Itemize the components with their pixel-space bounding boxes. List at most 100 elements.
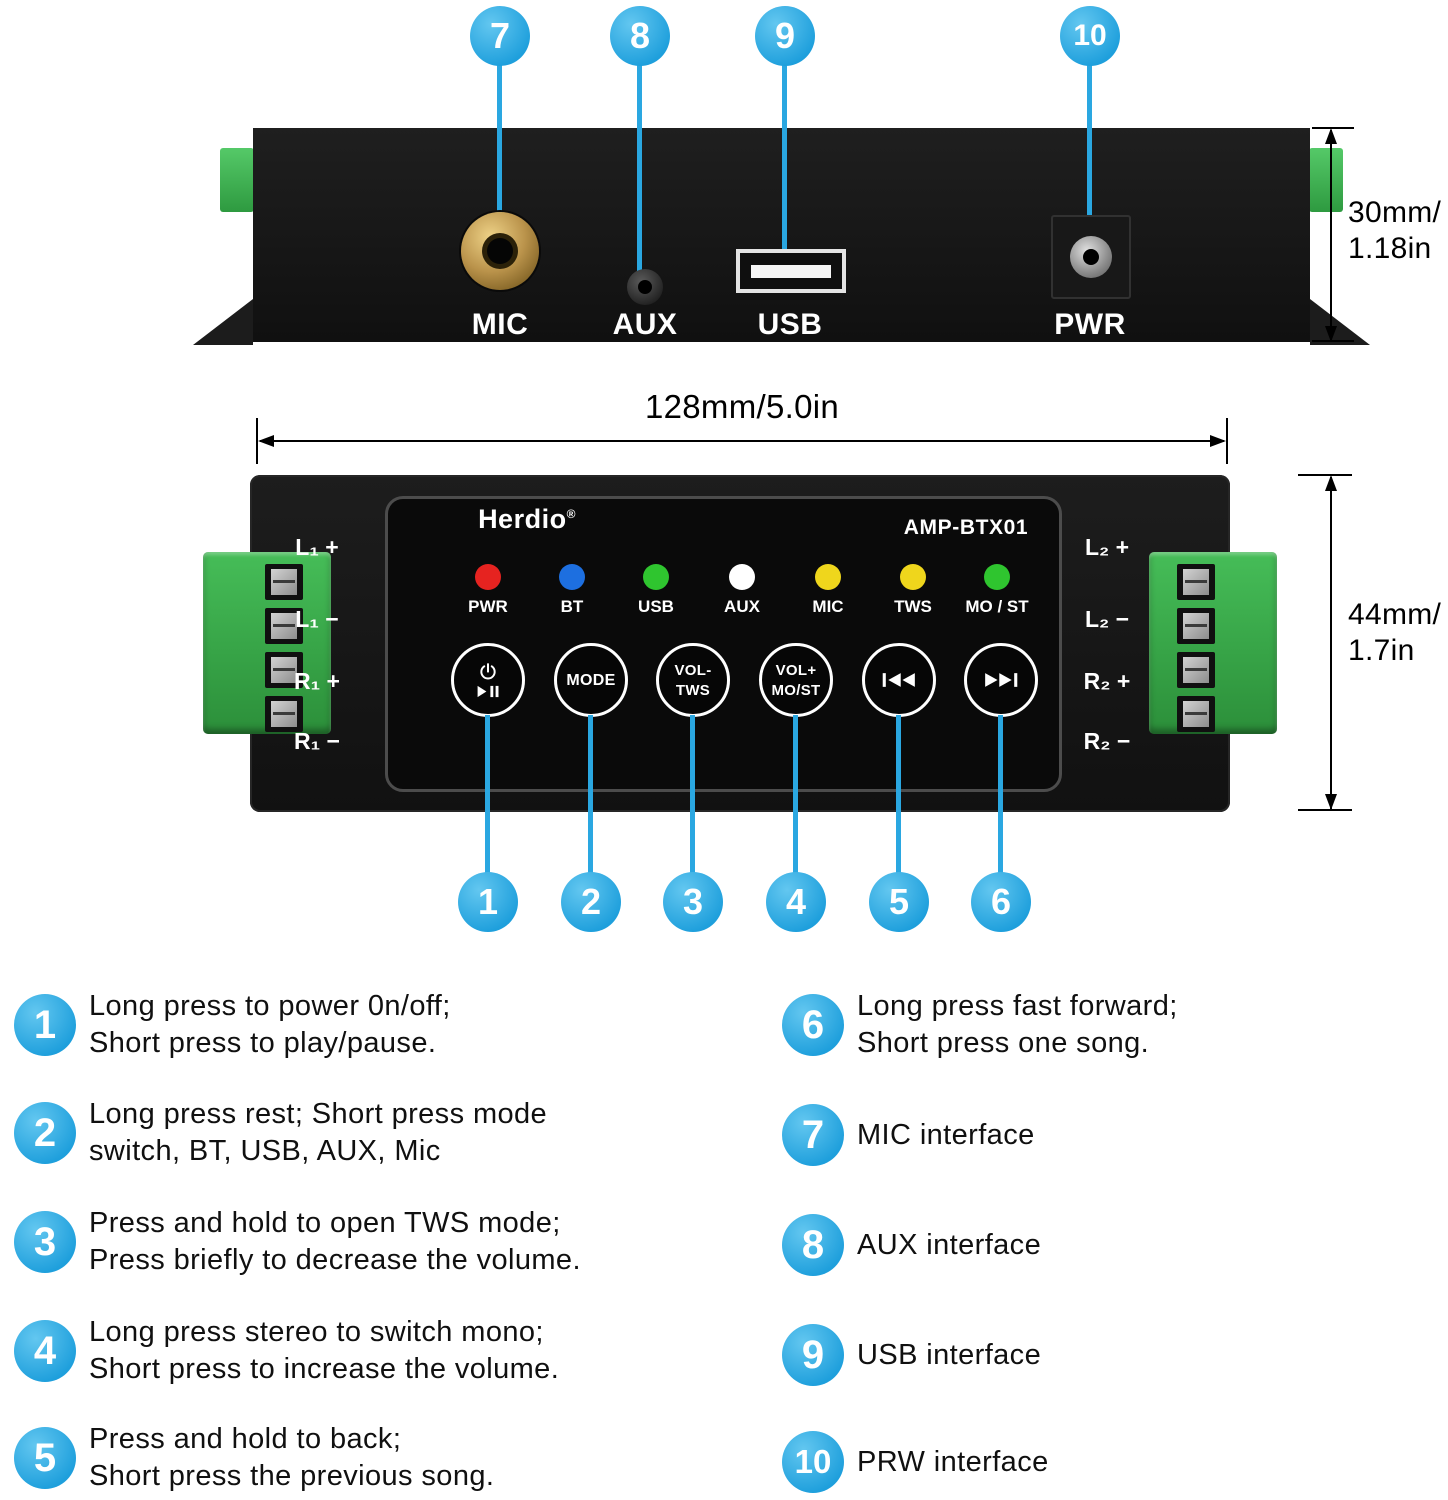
dim-30mm-arrow-up [1325,128,1337,144]
legend-number-6: 6 [782,994,844,1056]
legend-text-10: PRW interface [857,1444,1049,1481]
terminal-hole [1177,608,1215,644]
legend-text-7: MIC interface [857,1117,1035,1154]
brand-logo: Herdio® [447,504,607,535]
terminal-screw [271,613,297,639]
dim-128mm-tick-left [256,418,258,464]
dim-30mm-label-line1: 30mm/ [1348,196,1442,229]
led-bt: BT [527,564,617,617]
aux-jack-hole [638,280,652,294]
legend-line: Short press to increase the volume. [89,1353,560,1385]
terminal-label-l2-minus: L₂ − [1084,606,1130,632]
terminal-hole [1177,696,1215,732]
dim-30mm-line [1330,130,1332,340]
terminal-hole [1177,652,1215,688]
usb-led-icon [643,564,669,590]
led-tws: TWS [868,564,958,617]
led-usb: USB [611,564,701,617]
bt-led-icon [559,564,585,590]
legend-text-5: Press and hold to back; Short press the … [89,1421,494,1495]
aux-port-label: AUX [612,308,678,341]
power-jack-hole [1083,249,1099,265]
callout-line-3 [690,715,695,874]
mic-port [461,212,539,290]
tws-led-icon [900,564,926,590]
callout-4: 4 [766,872,826,932]
dim-128mm-line [260,440,1224,442]
pwr-port-label: PWR [1054,308,1126,341]
legend-item-5: 5 Press and hold to back; Short press th… [14,1421,494,1495]
next-track-button [964,643,1038,717]
terminal-hole [265,564,303,600]
mode-button-label: MODE [566,671,616,689]
legend-line: MIC interface [857,1118,1035,1151]
back-panel-body [253,128,1310,342]
speaker-terminal-block-left [203,552,331,734]
legend-item-1: 1 Long press to power 0n/off; Short pres… [14,988,451,1062]
dim-44mm-line [1330,477,1332,809]
usb-port [736,249,846,293]
terminal-label-r2-minus: R₂ − [1083,728,1131,754]
legend-line: Short press the previous song. [89,1460,495,1492]
terminal-label-l2-plus: L₂ + [1084,534,1130,560]
legend-item-8: 8 AUX interface [782,1214,1041,1276]
terminal-screw [271,701,297,727]
dim-128mm-arrow-right [1210,435,1226,447]
terminal-hole [265,652,303,688]
callout-line-1 [485,715,490,874]
legend-text-8: AUX interface [857,1227,1041,1264]
vol-down-tws-button: VOL- TWS [656,643,730,717]
mic-port-label: MIC [471,308,529,341]
legend-text-9: USB interface [857,1337,1041,1374]
legend-number-1: 1 [14,994,76,1056]
legend-line: Press and hold to back; [89,1423,402,1455]
vol-down-label: VOL- [674,661,712,679]
callout-line-5 [896,715,901,874]
callout-line-7 [497,64,502,245]
legend-line: Long press stereo to switch mono; [89,1316,544,1348]
vol-up-label: VOL+ [775,661,817,679]
legend-item-2: 2 Long press rest; Short press mode swit… [14,1096,547,1170]
terminal-screw [1183,657,1209,683]
led-label: TWS [894,597,932,616]
dim-44mm-arrow-up [1325,475,1337,491]
terminal-hole [1177,564,1215,600]
legend-text-6: Long press fast forward; Short press one… [857,988,1178,1062]
terminal-screw [1183,701,1209,727]
next-track-icon [985,673,1018,687]
terminal-label-r1-plus: R₁ + [294,668,340,694]
legend-item-6: 6 Long press fast forward; Short press o… [782,988,1178,1062]
legend-item-10: 10 PRW interface [782,1431,1049,1493]
legend-item-4: 4 Long press stereo to switch mono; Shor… [14,1314,559,1388]
callout-line-10 [1087,64,1092,248]
legend-text-1: Long press to power 0n/off; Short press … [89,988,451,1062]
brand-text: Herdio [478,504,567,534]
legend-text-4: Long press stereo to switch mono; Short … [89,1314,559,1388]
dim-30mm-label-line2: 1.18in [1348,232,1432,265]
terminal-label-r2-plus: R₂ + [1083,668,1131,694]
callout-8: 8 [610,6,670,66]
legend-line: Press and hold to open TWS mode; [89,1207,561,1239]
led-mo-st: MO / ST [952,564,1042,617]
dim-30mm-arrow-down [1325,326,1337,342]
legend-text-2: Long press rest; Short press mode switch… [89,1096,547,1170]
callout-9: 9 [755,6,815,66]
power-jack-ring [1070,236,1112,278]
legend-line: PRW interface [857,1445,1049,1478]
legend-number-5: 5 [14,1427,76,1489]
speaker-terminal-block-right [1149,552,1277,734]
callout-5: 5 [869,872,929,932]
legend-line: Long press fast forward; [857,990,1178,1022]
led-pwr: PWR [443,564,533,617]
led-label: MIC [812,597,844,616]
legend-line: Short press to play/pause. [89,1027,437,1059]
terminal-label-l1-plus: L₁ + [295,534,339,560]
led-label: AUX [724,597,760,616]
aux-led-icon [729,564,755,590]
terminal-screw [271,569,297,595]
dim-44mm-label-line2: 1.7in [1348,634,1415,667]
led-label: MO / ST [965,597,1029,616]
registered-mark: ® [566,507,576,521]
aux-port [627,269,663,305]
led-aux: AUX [697,564,787,617]
